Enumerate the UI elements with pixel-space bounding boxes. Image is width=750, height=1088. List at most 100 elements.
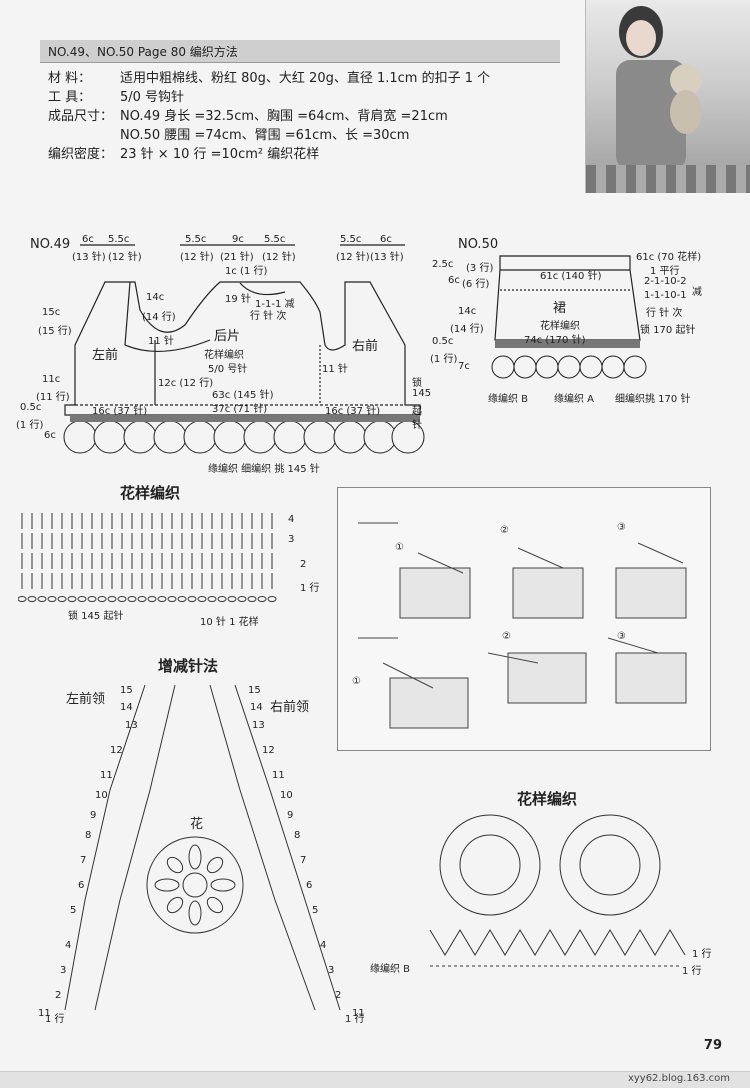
no49-edge-circles [63,420,425,454]
chain-mark [17,596,27,602]
pattern2-edge-b: 缘编织 B [370,964,411,975]
header-title: NO.49、NO.50 Page 80 编织方法 [48,45,238,59]
step-1b-label: ① [352,676,361,687]
chain-mark [227,596,237,602]
chain-mark [47,596,57,602]
step-2-label: ② [500,525,509,536]
chain-mark [67,596,77,602]
right-row-number: 10 [280,790,293,801]
pattern1-svg [17,513,277,602]
chain-mark [167,596,177,602]
size-label: 成品尺寸： [48,109,114,124]
chain-mark [267,596,277,602]
no50-skirt: 裙 [553,301,567,316]
pattern1-row-2: 2 [300,559,307,570]
no50-edge-fine: 细编织挑 170 针 [615,394,691,405]
no49-11rows: (11 行) [36,392,70,403]
no50-6c: 6c [448,275,460,286]
no50-pattern: 花样编织 [540,321,580,332]
left-row-number: 11 [100,770,113,781]
no49-1row: (1 行) [16,420,44,431]
no49-11c: 11c [42,374,61,385]
no49-top-mid-c2: (12 针) [262,252,296,263]
no49-top-right-b: 6c [380,234,392,245]
no49-15rows: (15 行) [38,326,72,337]
no49-top-mid-a: 5.5c [185,234,207,245]
pattern2-title: 花样编织 [517,790,578,808]
no50-05c: 0.5c [432,336,454,347]
right-row-number: 2 [335,990,342,1001]
left-row-number: 5 [70,905,77,916]
chain-mark [147,596,157,602]
diagram-canvas [63,244,686,1011]
no49-37c: 37c (71 针) [212,404,268,415]
no49-11sts: 11 针 [148,336,174,347]
gauge-value: 23 针 × 10 行 =10cm² 编织花样 [120,147,320,162]
step-2b-label: ② [502,631,511,642]
no50-74c: 74c (170 针) [524,335,586,346]
no49-chain-4: 针 [412,420,422,431]
pattern1-stitches [17,505,284,605]
no49-top-left-a2: (13 针) [72,252,106,263]
no49-back-neck-key: 行 针 次 [250,311,287,322]
size-value-49: NO.49 身长 =32.5cm、胸围 =64cm、背肩宽 =21cm [120,109,448,124]
no49-12c: 12c (12 行) [158,378,214,389]
chain-mark [207,596,217,602]
chain-mark [117,596,127,602]
no49-back-neck-row: 1c (1 行) [225,266,268,277]
right-row-number: 1 行 [345,1014,365,1025]
no49-11sts-right: 11 针 [322,364,348,375]
no49-6c: 6c [44,430,56,441]
no49-back-neck-sts: 19 针 [225,294,251,305]
steps-illustrations [358,522,687,729]
no50-edge-circles [491,355,647,379]
no49-14rows: (14 行) [142,312,176,323]
tool-label: 工 具： [48,90,92,105]
right-row-number: 4 [320,940,327,951]
child-photo-icon [616,6,702,170]
left-row-number: 12 [110,745,123,756]
photo-flower-border [586,165,750,193]
no49-14c: 14c [146,292,165,303]
right-row-number: 12 [262,745,275,756]
no49-top-left-b: 5.5c [108,234,130,245]
no50-right-61c: 61c (70 花样) [636,252,702,263]
no49-chain-3: 起 [412,406,422,417]
no50-right-flat: 1 平行 [650,266,680,277]
no49-edge-caption: 缘编织 细编织 挑 145 针 [208,464,320,475]
no49-15c: 15c [42,307,61,318]
step-1-label: ① [395,542,404,553]
shaping-title: 增减针法 [158,657,219,675]
right-row-number: 15 [248,685,261,696]
chain-mark [257,596,267,602]
chain-mark [157,596,167,602]
chain-mark [247,596,257,602]
no50-14rows: (14 行) [450,324,484,335]
right-row-number: 11 [272,770,285,781]
right-row-number: 14 [250,702,263,713]
chain-mark [57,596,67,602]
no50-6rows: (6 行) [462,279,490,290]
left-front-neck: 左前领 [66,692,106,707]
footer: xyy62.blog.163.com [0,1071,750,1088]
no50-1row: (1 行) [430,354,458,365]
chain-mark [87,596,97,602]
left-row-number: 11 [38,1008,51,1019]
right-row-number: 6 [306,880,313,891]
step-3-label: ③ [617,522,626,533]
pattern2-row-1b: 1 行 [682,966,702,977]
gauge-label: 编织密度： [48,147,114,162]
left-row-number: 8 [85,830,92,841]
pattern2-chart [429,814,686,967]
no49-63c: 63c (145 针) [212,390,274,401]
chain-mark [237,596,247,602]
size-value-50: NO.50 腰围 =74cm、臂围 =61cm、长 =30cm [120,128,410,143]
no50-right-dec2: 1-1-10-1 [644,290,687,301]
no50-edge-b: 缘编织 B [488,394,529,405]
left-row-number: 15 [120,685,133,696]
header-bar [40,40,560,63]
right-row-number: 3 [328,965,335,976]
no49-top-left-a: 6c [82,234,94,245]
no50-7c: 7c [458,361,470,372]
no49-top-right-a: 5.5c [340,234,362,245]
